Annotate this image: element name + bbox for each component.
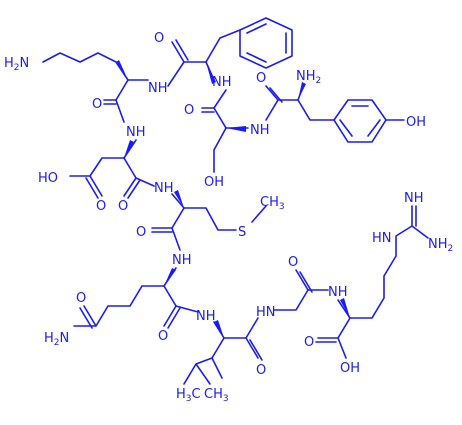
atom-labels: H2N NH O O NH O OH NH O NH2 OH NH HO O O… — [4, 31, 453, 404]
label-ch3-leu-2: CH3 — [204, 387, 229, 404]
label-nh-arg: NH — [328, 285, 348, 300]
label-o-met: O — [136, 225, 146, 240]
label-nh-ser: NH — [250, 123, 270, 138]
label-h2n-gln: H2N — [44, 331, 69, 348]
label-h2n-lys: H2N — [4, 56, 29, 73]
label-s-met: S — [238, 225, 246, 240]
label-nh-lys: NH — [148, 81, 168, 96]
label-o-gly: O — [288, 255, 298, 270]
label-o-gln: O — [158, 329, 168, 344]
label-oh-ser: OH — [204, 175, 224, 190]
label-nh-arg-imine: NH — [404, 191, 424, 206]
label-oh-arg: OH — [340, 361, 360, 376]
label-o-asp: O — [118, 199, 128, 214]
label-o-phe: O — [154, 31, 164, 46]
label-o-tyr: O — [256, 71, 266, 86]
label-o-leu: O — [256, 363, 266, 378]
label-hn-arg-guan: HN — [372, 231, 392, 246]
label-nh2-tyr: NH2 — [296, 69, 321, 86]
label-o-lys: O — [92, 97, 102, 112]
label-nh-leu: NH — [196, 309, 216, 324]
label-ch3-leu: H3C — [176, 387, 201, 404]
label-o-ser: O — [184, 103, 194, 118]
stereo-wedges — [116, 60, 350, 338]
label-nh-met: NH — [154, 181, 174, 196]
label-ch3-met: CH3 — [260, 195, 285, 212]
label-nh2-arg: NH2 — [428, 237, 453, 254]
label-nh-gln: NH — [172, 253, 192, 268]
label-nh-phe: NH — [212, 75, 232, 90]
label-o-arg: O — [304, 335, 314, 350]
label-oh-tyr: OH — [406, 115, 426, 130]
label-nh-asp: NH — [126, 125, 146, 140]
label-o-asp-side: O — [96, 199, 106, 214]
label-o-gln-side: O — [76, 291, 86, 306]
bond-lines — [42, 17, 429, 385]
label-hn-gly: HN — [256, 305, 276, 320]
label-ho-asp: HO — [38, 171, 58, 186]
